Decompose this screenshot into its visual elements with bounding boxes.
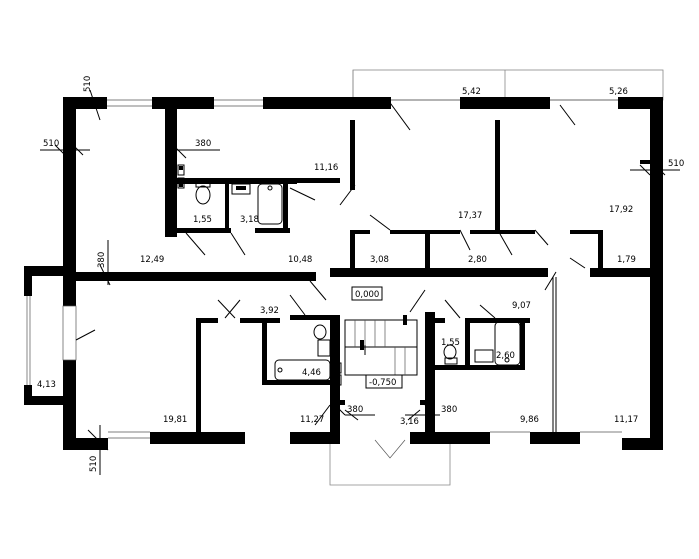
room-area-label: 3,18 — [240, 215, 259, 225]
room-area-label: 11,17 — [614, 415, 638, 425]
plumbing — [195, 181, 521, 381]
room-area-label: 17,92 — [609, 205, 633, 215]
room-area-label: 2,60 — [496, 351, 515, 361]
room-area-label: 3,08 — [370, 255, 389, 265]
vent-ducts — [177, 164, 434, 386]
room-area-label: 17,37 — [458, 211, 482, 221]
room-area-label: 1,55 — [193, 215, 212, 225]
inner-walls — [76, 97, 650, 440]
dimension-label: 510 — [83, 76, 93, 92]
dimension-label: 380 — [97, 252, 107, 268]
dimension-label: 510 — [668, 159, 684, 169]
room-area-label: 11,16 — [314, 163, 338, 173]
room-area-label: 4,46 — [302, 368, 321, 378]
room-area-label: 10,48 — [288, 255, 312, 265]
dimension-ticks — [40, 89, 680, 475]
dimension-label: 380 — [347, 405, 363, 415]
dimension-label: 380 — [441, 405, 457, 415]
outer-walls — [24, 97, 663, 450]
room-area-label: 12,49 — [140, 255, 164, 265]
level-marks: 0,000 -0,750 — [351, 286, 403, 389]
floor-level-label: 0,000 — [355, 290, 379, 300]
room-area-label: 3,92 — [260, 306, 279, 316]
balcony-area-label: 5,42 — [462, 87, 481, 97]
room-area-label: 19,81 — [163, 415, 187, 425]
entrance-level-label: -0,750 — [369, 378, 396, 388]
dimension-label: 510 — [43, 139, 59, 149]
balcony-area-label: 5,26 — [609, 87, 628, 97]
room-area-label: 2,80 — [468, 255, 487, 265]
staircase — [344, 315, 418, 376]
entrance-canopy — [329, 439, 451, 486]
room-labels: 1,55 3,18 11,16 17,37 17,92 12,49 10,48 … — [37, 87, 638, 427]
dimension-labels: 510 510 510 510 380 380 380 380 — [43, 76, 684, 472]
room-area-label: 4,13 — [37, 380, 56, 390]
dimension-label: 380 — [195, 139, 211, 149]
dimension-label: 510 — [89, 456, 99, 472]
room-area-label: 3,16 — [400, 417, 419, 427]
room-area-label: 9,07 — [512, 301, 531, 311]
room-area-label: 1,79 — [617, 255, 636, 265]
room-area-label: 9,86 — [520, 415, 539, 425]
door-swings — [75, 99, 586, 426]
room-area-label: 11,27 — [300, 415, 324, 425]
room-area-label: 1,55 — [441, 338, 460, 348]
